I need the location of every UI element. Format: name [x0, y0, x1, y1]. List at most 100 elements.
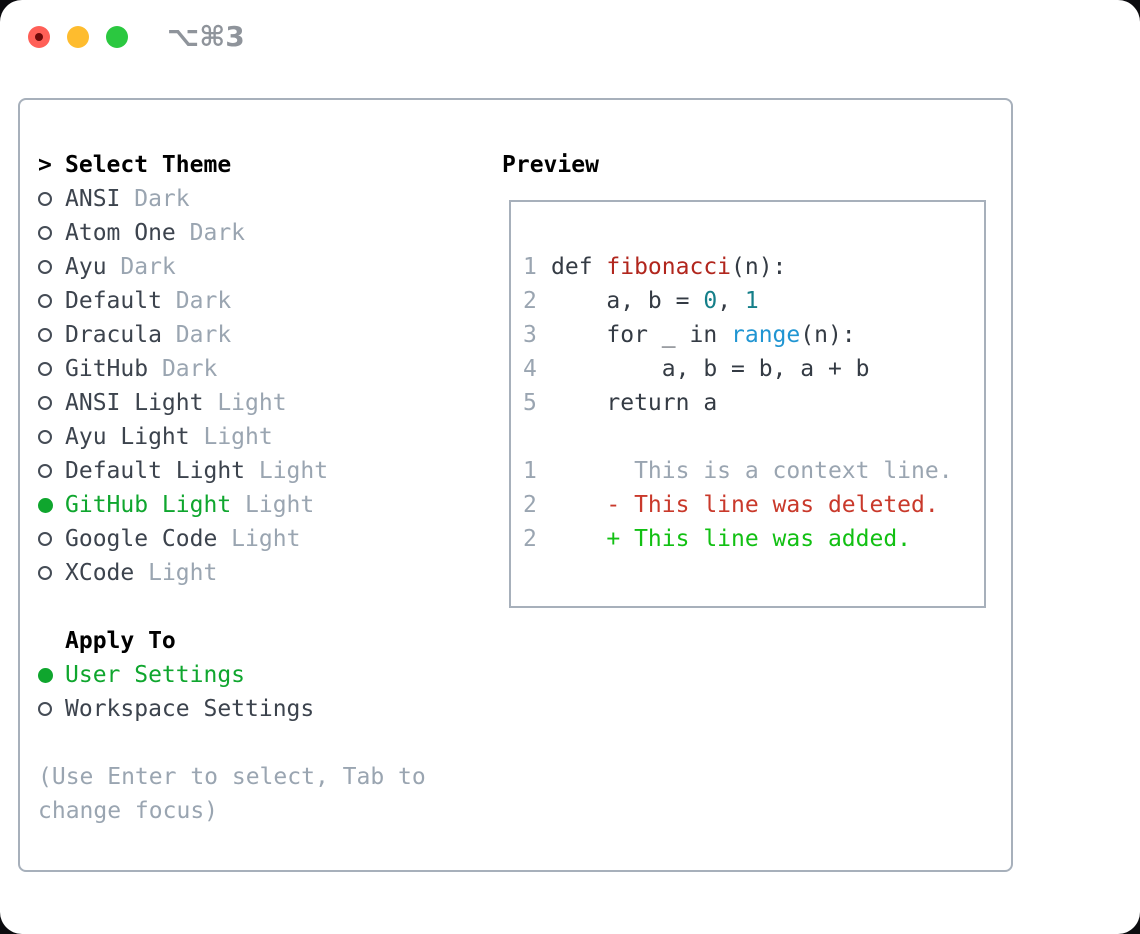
theme-name: GitHub Light — [65, 492, 232, 518]
radio-icon — [38, 192, 52, 206]
preview-code-line: 1 This is a context line. — [523, 454, 984, 488]
theme-variant: Light — [245, 458, 329, 484]
theme-variant: Dark — [120, 186, 190, 212]
apply-to-title: Apply To — [65, 628, 176, 654]
preview-code-line: 2 a, b = 0, 1 — [523, 284, 984, 318]
keyboard-shortcut-label: ⌥⌘3 — [167, 20, 245, 53]
theme-name: Ayu — [65, 254, 107, 280]
code-segment: + This line was added. — [551, 526, 912, 552]
line-number: 3 — [523, 322, 537, 348]
line-number: 5 — [523, 390, 537, 416]
code-segment: - This line was deleted. — [551, 492, 939, 518]
radio-selected-icon — [38, 497, 53, 513]
theme-option[interactable]: GitHub Light Light — [38, 488, 426, 522]
code-segment: (n): — [731, 254, 787, 280]
radio-icon — [38, 226, 52, 240]
radio-icon — [38, 362, 52, 376]
line-number: 2 — [523, 526, 537, 552]
theme-name: Default — [65, 288, 162, 314]
theme-variant: Light — [217, 526, 301, 552]
radio-icon — [38, 260, 52, 274]
theme-option[interactable]: GitHub Dark — [38, 352, 426, 386]
theme-variant: Dark — [106, 254, 176, 280]
radio-icon — [38, 464, 52, 478]
radio-icon — [38, 294, 52, 308]
select-theme-header-row: > Select Theme — [38, 148, 426, 182]
apply-to-option[interactable]: Workspace Settings — [38, 692, 426, 726]
theme-option[interactable]: Google Code Light — [38, 522, 426, 556]
theme-name: Default Light — [65, 458, 246, 484]
main-panel — [18, 98, 1013, 872]
preview-code-line: 2 + This line was added. — [523, 522, 984, 556]
code-segment: 1 — [744, 288, 759, 314]
code-segment: return a — [551, 390, 718, 416]
line-number: 2 — [523, 492, 537, 518]
theme-option[interactable]: Ayu Dark — [38, 250, 426, 284]
cursor-icon: > — [38, 152, 52, 178]
minimize-button[interactable] — [67, 26, 89, 48]
theme-option[interactable]: Atom One Dark — [38, 216, 426, 250]
code-segment: range — [731, 322, 801, 348]
theme-name: GitHub — [65, 356, 149, 382]
preview-code-line — [523, 420, 984, 454]
select-theme-title: Select Theme — [65, 152, 232, 178]
preview-code-line: 2 - This line was deleted. — [523, 488, 984, 522]
code-segment: 0 — [703, 288, 718, 314]
line-number: 4 — [523, 356, 537, 382]
apply-to-label: Workspace Settings — [65, 696, 315, 722]
line-number: 1 — [523, 458, 537, 484]
theme-name: ANSI Light — [65, 390, 204, 416]
apply-to-option[interactable]: User Settings — [38, 658, 426, 692]
theme-variant: Light — [134, 560, 218, 586]
preview-title: Preview — [502, 152, 599, 178]
theme-variant: Dark — [148, 356, 218, 382]
zoom-button[interactable] — [106, 26, 128, 48]
theme-option[interactable]: Default Light Light — [38, 454, 426, 488]
theme-name: Google Code — [65, 526, 218, 552]
code-segment: a, b = — [551, 288, 704, 314]
spacer — [38, 726, 426, 760]
close-dot-icon — [35, 33, 43, 41]
code-segment: (n): — [800, 322, 856, 348]
code-segment: def — [551, 254, 607, 280]
theme-variant: Light — [189, 424, 273, 450]
theme-option[interactable]: Ayu Light Light — [38, 420, 426, 454]
theme-name: ANSI — [65, 186, 121, 212]
theme-name: XCode — [65, 560, 135, 586]
code-segment: , — [717, 288, 745, 314]
theme-name: Dracula — [65, 322, 162, 348]
theme-option[interactable]: Default Dark — [38, 284, 426, 318]
theme-variant: Light — [231, 492, 315, 518]
preview-code-line: 5 return a — [523, 386, 984, 420]
hint-line-1: (Use Enter to select, Tab to — [38, 764, 426, 790]
titlebar: ⌥⌘3 — [0, 0, 1140, 74]
theme-variant: Dark — [161, 322, 232, 348]
apply-to-header-row: Apply To — [38, 624, 426, 658]
close-button[interactable] — [28, 26, 50, 48]
theme-option[interactable]: XCode Light — [38, 556, 426, 590]
theme-name: Ayu Light — [65, 424, 190, 450]
radio-icon — [38, 566, 52, 580]
preview-code-line: 3 for _ in range(n): — [523, 318, 984, 352]
theme-variant: Dark — [161, 288, 232, 314]
radio-icon — [38, 702, 52, 716]
radio-icon — [38, 328, 52, 342]
radio-icon — [38, 532, 52, 546]
code-segment: for _ in — [551, 322, 732, 348]
theme-name: Atom One — [65, 220, 176, 246]
theme-variant: Dark — [175, 220, 246, 246]
theme-option[interactable]: ANSI Dark — [38, 182, 426, 216]
line-number: 1 — [523, 254, 537, 280]
theme-option[interactable]: ANSI Light Light — [38, 386, 426, 420]
theme-variant: Light — [203, 390, 287, 416]
code-segment: This is a context line. — [551, 458, 953, 484]
radio-icon — [38, 396, 52, 410]
hint-line-2: change focus) — [38, 798, 219, 824]
apply-to-label: User Settings — [65, 662, 246, 688]
theme-option[interactable]: Dracula Dark — [38, 318, 426, 352]
